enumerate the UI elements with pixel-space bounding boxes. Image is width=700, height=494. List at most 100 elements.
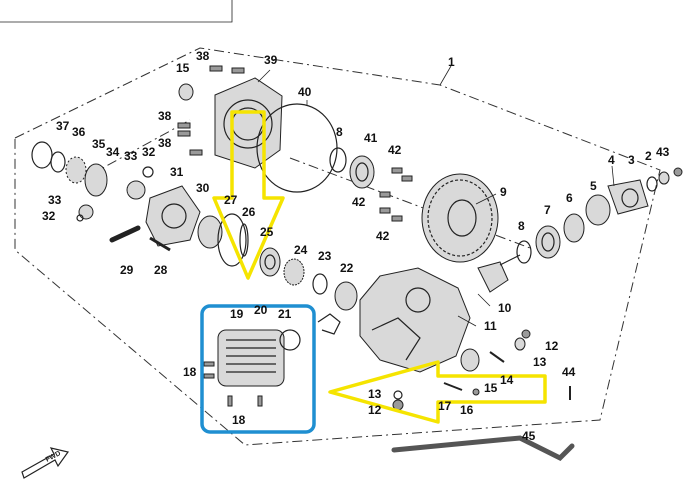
ring-gear — [421, 173, 499, 263]
callout-34: 34 — [106, 145, 120, 159]
differential-case — [145, 185, 201, 247]
oil-seal-top — [178, 83, 194, 101]
rear-cover-plate — [214, 77, 283, 169]
callout-24: 24 — [294, 243, 308, 257]
callout-1: 1 — [448, 55, 455, 69]
callout-5: 5 — [590, 179, 597, 193]
cross-pin-29 — [109, 225, 141, 243]
callout-42-low: 42 — [376, 229, 390, 243]
callout-11: 11 — [484, 319, 497, 333]
seal-15-lower — [460, 348, 480, 372]
cap-43 — [673, 167, 683, 177]
bearing-30 — [197, 215, 223, 249]
washer-3 — [646, 176, 658, 192]
callout-13-lower: 13 — [368, 387, 382, 401]
callouts: 1 2 3 43 4 5 6 7 8 9 10 11 12 13 14 15 1… — [42, 49, 670, 443]
callout-33-upper: 33 — [124, 149, 138, 163]
callout-38-low: 38 — [158, 136, 172, 150]
callout-12-lower: 12 — [368, 403, 382, 417]
callout-14: 14 — [500, 373, 514, 387]
callout-43: 43 — [656, 145, 670, 159]
assembly-outline-inner — [89, 119, 191, 176]
callout-19: 19 — [230, 307, 244, 321]
callout-32-lower: 32 — [42, 209, 56, 223]
callout-26: 26 — [242, 205, 256, 219]
leader-lines — [257, 65, 615, 327]
pin-14 — [489, 351, 505, 363]
callout-15-top: 15 — [176, 61, 190, 75]
fwd-arrow-icon: FWD — [21, 447, 70, 479]
callout-31: 31 — [170, 165, 184, 179]
callout-2: 2 — [645, 149, 652, 163]
callout-29: 29 — [120, 263, 134, 277]
callout-23: 23 — [318, 249, 332, 263]
callout-15-lower: 15 — [484, 381, 498, 395]
callout-18-left: 18 — [183, 365, 197, 379]
bearing-41 — [349, 155, 375, 189]
callout-25: 25 — [260, 225, 274, 239]
callout-18-bottom: 18 — [232, 413, 246, 427]
bolt-16 — [472, 388, 480, 396]
yellow-arrow-left — [328, 360, 547, 424]
callout-44: 44 — [562, 365, 576, 379]
washer-36 — [50, 151, 66, 173]
callout-21: 21 — [278, 307, 292, 321]
callout-10: 10 — [498, 301, 512, 315]
callout-32-upper: 32 — [142, 145, 156, 159]
callout-8-left: 8 — [336, 125, 343, 139]
callout-7: 7 — [544, 203, 551, 217]
callout-16: 16 — [460, 403, 474, 417]
callout-8-right: 8 — [518, 219, 525, 233]
seal-6 — [563, 213, 585, 243]
shaft-28 — [149, 236, 171, 252]
breather-hose-45 — [391, 435, 575, 462]
plug-12-right — [521, 329, 531, 339]
needle-bearing-24 — [283, 258, 305, 286]
washer-13-lower — [393, 390, 403, 400]
callout-6: 6 — [566, 191, 573, 205]
clutch-disc-34 — [84, 163, 108, 197]
callout-3: 3 — [628, 153, 635, 167]
assembly-outline — [14, 47, 661, 446]
nut-2 — [658, 171, 670, 185]
yellow-arrow-down — [212, 110, 285, 280]
callout-37: 37 — [56, 119, 70, 133]
snap-ring-8-left — [329, 147, 347, 173]
pinion-bearing-7 — [535, 225, 561, 259]
callout-40: 40 — [298, 85, 312, 99]
callout-39: 39 — [264, 53, 278, 67]
callout-42-mid: 42 — [352, 195, 366, 209]
seal-13-right — [514, 337, 526, 351]
flange-4 — [607, 179, 649, 215]
bolt-17 — [443, 382, 463, 391]
ring-gear-bolts — [379, 167, 413, 222]
main-housing — [359, 267, 471, 373]
callout-42-top: 42 — [388, 143, 402, 157]
callout-12-right: 12 — [545, 339, 559, 353]
bearing-5 — [585, 194, 611, 226]
pinion-gear — [477, 254, 521, 293]
callout-36: 36 — [72, 125, 86, 139]
front-cover-assembly — [203, 329, 301, 407]
callout-20: 20 — [254, 303, 268, 317]
splined-sleeve-25 — [259, 247, 281, 277]
spring-35 — [65, 156, 87, 184]
callout-35: 35 — [92, 137, 106, 151]
ring-27 — [217, 213, 247, 267]
spider-gear-lower — [76, 204, 94, 222]
callout-4: 4 — [608, 153, 615, 167]
callout-38-top: 38 — [196, 49, 210, 63]
callout-28: 28 — [154, 263, 168, 277]
callout-27: 27 — [224, 193, 238, 207]
callout-13-right: 13 — [533, 355, 547, 369]
callout-30: 30 — [196, 181, 210, 195]
title-block-frame — [0, 0, 233, 23]
housing-bolts — [177, 65, 245, 156]
snap-ring-8-right — [516, 240, 532, 264]
circlip-23 — [312, 273, 328, 295]
callout-45: 45 — [522, 429, 536, 443]
shim-26 — [239, 223, 249, 257]
callout-38-mid: 38 — [158, 109, 172, 123]
callout-33-lower: 33 — [48, 193, 62, 207]
